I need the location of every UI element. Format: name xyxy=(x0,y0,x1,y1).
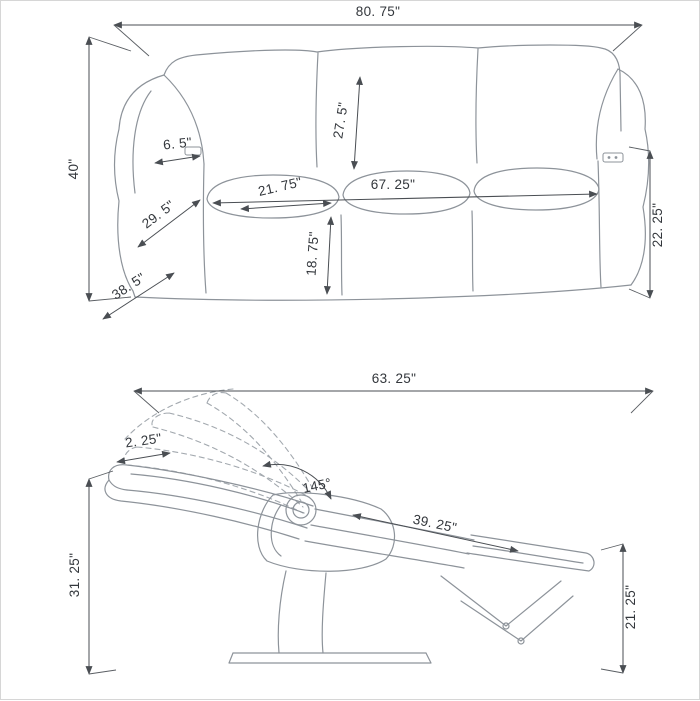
recliner-dimensions: 63. 25" 2. 25" 145° 39. 25" 31. 25" 21. … xyxy=(67,371,654,675)
dim-label-seat-cushion-width: 21. 75" xyxy=(257,174,304,199)
recliner-backrest-bottom xyxy=(126,489,308,529)
dim-line-seat-back-height xyxy=(351,76,363,170)
dim-line-seat-cushion-width xyxy=(240,200,332,212)
dim-label-reclined-height: 31. 25" xyxy=(67,553,82,597)
dim-label-reclined-length: 63. 25" xyxy=(372,371,416,386)
dim-label-recline-angle: 145° xyxy=(301,475,333,496)
power-button-dot-icon xyxy=(607,156,611,159)
motion-arc xyxy=(124,388,234,440)
dim-label-armrest-width: 6. 5" xyxy=(162,135,192,153)
dim-label-interior-width: 67. 25" xyxy=(371,177,415,192)
recliner-backrest-lower-cushion xyxy=(104,479,300,540)
sofa-right-arm-roll xyxy=(595,68,619,160)
extension-tick xyxy=(630,390,654,414)
recliner-armrest-seam xyxy=(270,504,282,557)
dim-line-seat-height xyxy=(323,216,335,295)
sofa-drawing xyxy=(113,44,650,301)
extension-tick xyxy=(600,543,624,551)
extension-tick xyxy=(600,668,624,674)
power-button-dot-icon xyxy=(614,156,618,159)
extension-tick xyxy=(88,36,132,52)
dim-line-footrest-extension xyxy=(352,513,519,553)
extension-tick xyxy=(88,470,114,480)
recline-angle-arc xyxy=(262,460,332,500)
power-button-panel-right-icon xyxy=(602,152,624,163)
linkage-joint-icon xyxy=(502,622,510,630)
sofa-front-seam-right xyxy=(471,210,474,292)
cup-holder-icon xyxy=(285,494,317,526)
recliner-backrest-top xyxy=(108,464,314,507)
extension-tick xyxy=(133,390,160,414)
sofa-right-arm-outer xyxy=(617,68,650,286)
dim-line-armrest-width xyxy=(154,153,201,166)
dim-line-wall-clearance xyxy=(116,450,171,465)
dim-label-arm-front-height: 29. 5" xyxy=(139,197,177,231)
sofa-dimensions: 80. 75" 40" 22. 25" 6. 5" 27. 5" 21. 75"… xyxy=(66,4,665,320)
sofa-back-outline xyxy=(163,44,622,132)
extension-tick xyxy=(628,288,651,299)
recliner-base-rails xyxy=(228,652,432,664)
dim-label-seat-height: 18. 75" xyxy=(303,231,321,276)
dim-line-overall-depth xyxy=(102,272,175,320)
recliner-drawing xyxy=(104,388,595,664)
dim-label-footrest-height: 21. 25" xyxy=(623,585,638,629)
dim-label-arm-outside-height: 22. 25" xyxy=(650,203,665,247)
extension-tick xyxy=(113,24,150,57)
extension-tick xyxy=(612,24,643,52)
recliner-footrest-seam xyxy=(472,545,584,564)
sofa-left-arm-seam xyxy=(132,90,152,194)
sofa-front-seam-left xyxy=(340,214,343,296)
dim-line-interior-width xyxy=(212,190,598,207)
sofa-left-arm-inner xyxy=(202,163,207,294)
sofa-back-seam-left xyxy=(315,52,319,168)
recliner-armrest xyxy=(257,492,395,572)
cup-holder-inner-icon xyxy=(292,501,310,519)
dim-label-seat-back-height: 27. 5" xyxy=(330,101,351,140)
recliner-footrest-linkage xyxy=(440,575,574,642)
sofa-left-arm-outer xyxy=(113,74,165,298)
linkage-joint-icon xyxy=(517,637,525,645)
recliner-footrest xyxy=(466,534,595,572)
recliner-base-supports xyxy=(277,570,327,654)
sofa-left-arm-roll xyxy=(163,74,205,165)
sofa-bottom-edge xyxy=(134,284,632,301)
sofa-seat-cushion-right xyxy=(473,167,600,211)
extension-tick xyxy=(628,146,651,152)
recliner-seat-bottom xyxy=(304,540,465,569)
dim-label-sofa-overall-height: 40" xyxy=(66,159,81,180)
dim-line-arm-front-height xyxy=(137,199,201,248)
sofa-right-arm-inner xyxy=(597,160,602,288)
sofa-back-seam-right xyxy=(475,48,479,164)
dim-label-sofa-overall-width: 80. 75" xyxy=(356,4,400,19)
dim-label-wall-clearance: 2. 25" xyxy=(124,431,162,451)
ghost-backrest-3 xyxy=(206,392,314,502)
extension-tick xyxy=(88,669,117,675)
